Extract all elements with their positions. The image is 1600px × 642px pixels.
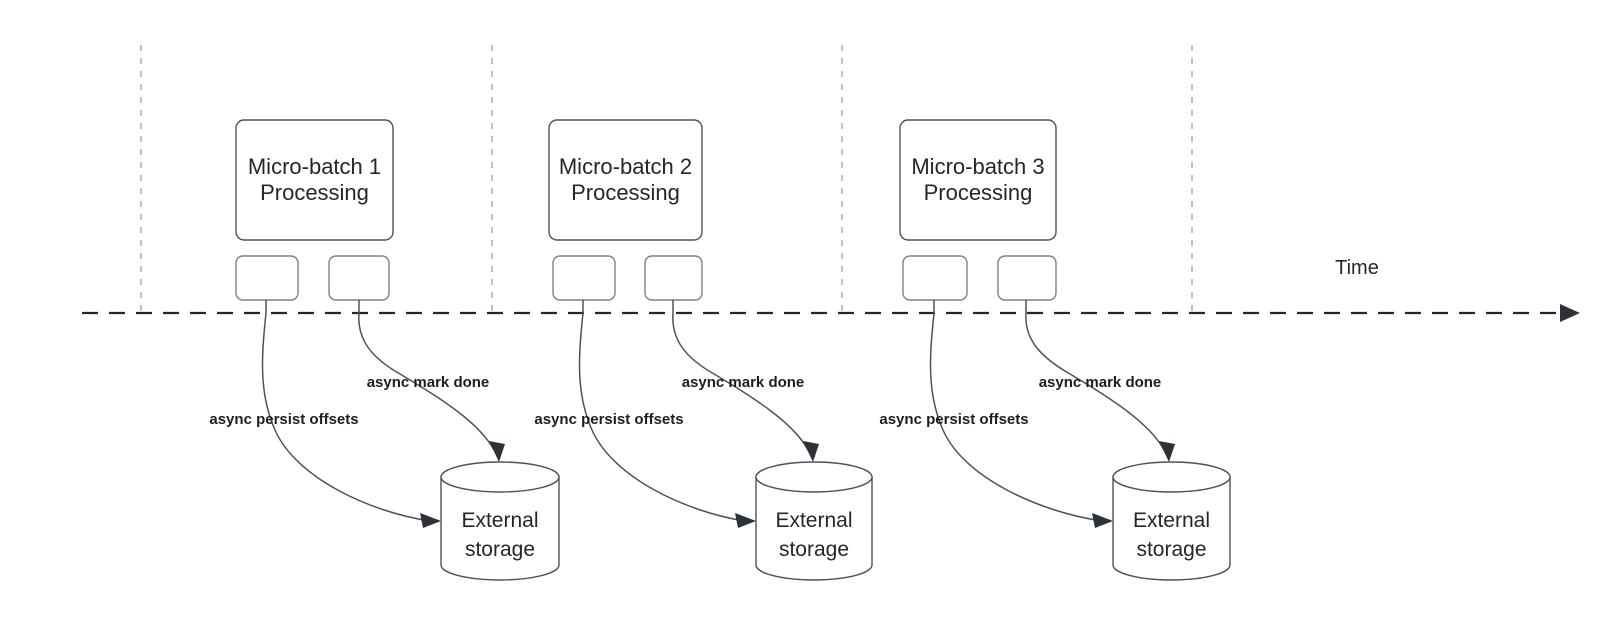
micro-batch-2-label-line2: Processing <box>571 180 680 205</box>
micro-batch-3-box[interactable] <box>899 119 1057 241</box>
batch-3-persist-offsets-arrow-icon <box>1092 513 1113 528</box>
storage-3-label-line1: External <box>1133 509 1210 532</box>
batch-2-persist-offsets-arrow-icon <box>735 513 756 528</box>
micro-batch-1-box[interactable] <box>235 119 394 241</box>
storage-3-cylinder-body <box>1112 476 1231 581</box>
batch-2-task-right-box[interactable] <box>644 255 703 301</box>
timeline-axis: Time <box>82 257 1580 322</box>
micro-batch-2-label-line1: Micro-batch 2 <box>559 154 692 179</box>
batch-1-persist-offsets-edge <box>261 312 431 522</box>
micro-batch-1-label-line1: Micro-batch 1 <box>248 154 381 179</box>
storage-1-cylinder[interactable]: External storage <box>440 461 560 581</box>
storage-2-label-line2: storage <box>779 538 849 561</box>
batch-2-task-left-box[interactable] <box>552 255 616 301</box>
batch-3-mark-done-arrow-icon <box>1159 441 1175 462</box>
storage-1-label-line2: storage <box>465 538 535 561</box>
storage-2-label-line1: External <box>775 509 852 532</box>
batch-3-persist-offsets-edge <box>929 312 1103 522</box>
batch-2-mark-done-label: async mark done <box>682 374 805 391</box>
micro-batch-2-box[interactable] <box>548 119 703 241</box>
batch-1-persist-offsets-label: async persist offsets <box>209 411 358 428</box>
storage-2-cylinder-top <box>755 461 873 493</box>
batch-2-persist-offsets-edge <box>578 312 746 522</box>
storage-1-cylinder-top <box>440 461 560 493</box>
batch-3-mark-done-edge <box>1025 312 1165 451</box>
batch-1-mark-done-edge <box>358 312 495 451</box>
storage-1-cylinder-body <box>440 476 560 581</box>
batch-group-2: Micro-batch 2 Processing async persist o… <box>534 119 873 581</box>
micro-batch-3-label-line2: Processing <box>924 180 1033 205</box>
batch-1-task-right-box[interactable] <box>328 255 390 301</box>
batch-group-1: Micro-batch 1 Processing async persist o… <box>209 119 560 581</box>
batch-3-task-left-box[interactable] <box>902 255 968 301</box>
batch-1-mark-done-arrow-icon <box>489 441 505 462</box>
micro-batch-1-label-line2: Processing <box>260 180 369 205</box>
batch-group-3: Micro-batch 3 Processing async persist o… <box>879 119 1231 581</box>
storage-2-cylinder[interactable]: External storage <box>755 461 873 581</box>
batch-3-mark-done-label: async mark done <box>1039 374 1162 391</box>
batch-1-task-left-box[interactable] <box>235 255 299 301</box>
time-axis-label: Time <box>1335 257 1379 279</box>
batch-2-mark-done-arrow-icon <box>803 441 819 462</box>
batch-3-persist-offsets-label: async persist offsets <box>879 411 1028 428</box>
storage-3-label-line2: storage <box>1136 538 1206 561</box>
micro-batch-3-label-line1: Micro-batch 3 <box>911 154 1044 179</box>
storage-2-cylinder-body <box>755 476 873 581</box>
batch-3-task-right-box[interactable] <box>997 255 1057 301</box>
batch-1-persist-offsets-arrow-icon <box>420 513 441 528</box>
batch-1-mark-done-label: async mark done <box>367 374 490 391</box>
batch-2-mark-done-edge <box>672 312 809 451</box>
storage-3-cylinder[interactable]: External storage <box>1112 461 1231 581</box>
storage-3-cylinder-top <box>1112 461 1231 493</box>
timeline-arrow-icon <box>1560 304 1580 322</box>
batch-2-persist-offsets-label: async persist offsets <box>534 411 683 428</box>
storage-1-label-line1: External <box>461 509 538 532</box>
